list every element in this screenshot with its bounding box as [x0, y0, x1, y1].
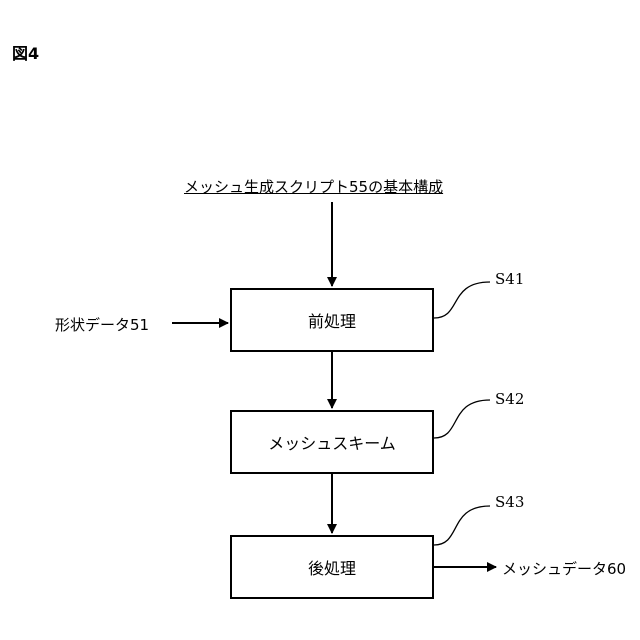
- leader-s41: [434, 282, 490, 318]
- leader-s43: [434, 506, 490, 545]
- step-label-preprocess: 前処理: [308, 308, 356, 332]
- step-label-postprocess: 後処理: [308, 555, 356, 579]
- step-box-mesh-scheme: メッシュスキーム: [230, 410, 434, 474]
- step-box-preprocess: 前処理: [230, 288, 434, 352]
- step-id-s41: S41: [495, 270, 524, 288]
- output-label: メッシュデータ60: [502, 558, 626, 579]
- step-box-postprocess: 後処理: [230, 535, 434, 599]
- step-id-s42: S42: [495, 390, 524, 408]
- input-label: 形状データ51: [55, 314, 149, 335]
- step-id-s43: S43: [495, 493, 524, 511]
- leader-s42: [434, 400, 490, 438]
- step-label-mesh-scheme: メッシュスキーム: [268, 430, 396, 454]
